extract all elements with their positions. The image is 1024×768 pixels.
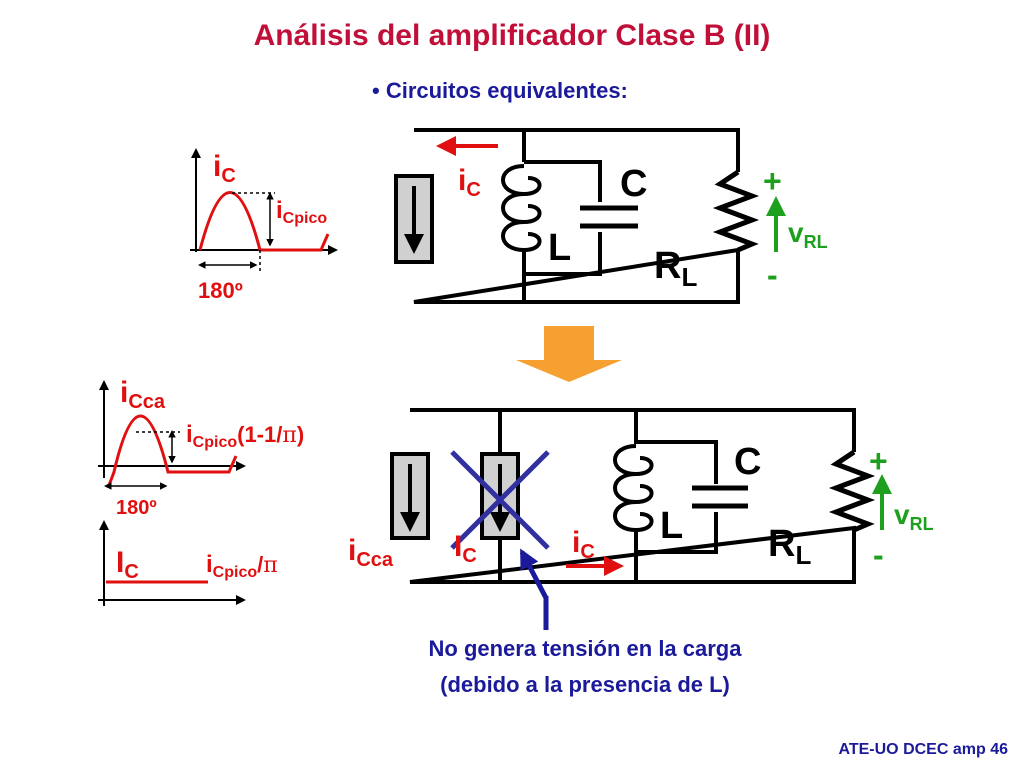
circuit-bottom-minus: -: [873, 537, 884, 573]
circuit-bottom-cross-line-2: [450, 450, 550, 550]
circuit-bottom-l-label: L: [660, 505, 683, 547]
waveform-mid: iCca iCpico(1-1/π) 180º: [98, 376, 304, 519]
circuit-bottom-rl-label: RL: [768, 523, 811, 570]
circuit-top-l-label: L: [548, 227, 571, 269]
circuit-bottom-c-label: C: [734, 441, 761, 483]
circuit-top-wires: [413, 128, 740, 304]
waveform-top-ic-label: iC: [213, 150, 236, 187]
circuit-bottom-plus: +: [869, 443, 888, 479]
circuit-bottom-vrl-label: vRL: [894, 499, 934, 534]
waveform-mid-icca-label: iCca: [120, 376, 166, 413]
circuit-top-ic-label: iC: [458, 164, 481, 201]
waveform-bottom-ic-label: IC: [116, 546, 139, 583]
circuit-top-vrl-label: vRL: [788, 217, 828, 252]
waveform-top: iC iCpico 180º: [190, 148, 338, 303]
circuit-top-inductor: [501, 164, 542, 253]
waveform-bottom: IC iCpico/π: [98, 520, 278, 606]
circuit-top-plus: +: [763, 163, 782, 199]
bullet-text: • Circuitos equivalentes:: [372, 78, 628, 103]
waveform-mid-angle-label: 180º: [116, 497, 157, 519]
waveform-top-peak-label: iCpico: [276, 197, 327, 227]
circuit-top-minus: -: [767, 257, 778, 293]
circuit-bottom-inductor: [613, 444, 654, 533]
waveform-mid-peak-label: iCpico(1-1/π): [186, 421, 304, 451]
circuit-bottom-pointer-arrowhead: [519, 548, 549, 600]
note-line-1: No genera tensión en la carga: [429, 636, 743, 661]
transition-arrow: [516, 326, 622, 382]
waveform-top-angle-label: 180º: [198, 278, 243, 303]
circuit-top-rl-label: RL: [654, 245, 697, 292]
footer-text: ATE-UO DCEC amp 46: [838, 741, 1008, 758]
note-line-2: (debido a la presencia de L): [440, 672, 730, 697]
slide-title: Análisis del amplificador Clase B (II): [254, 19, 771, 52]
circuit-bottom-IC-label: IC: [454, 530, 477, 567]
circuit-top-c-label: C: [620, 163, 647, 205]
circuit-bottom-resistor: [828, 449, 876, 533]
circuit-top: iC C L RL + - vRL: [394, 128, 828, 304]
circuit-top-resistor: [712, 169, 760, 253]
waveform-mid-curve: [106, 414, 238, 489]
circuit-bottom-ic-label: iC: [572, 526, 595, 563]
waveform-bottom-value-label: iCpico/π: [206, 551, 278, 581]
circuit-bottom-icca-label: iCca: [348, 534, 394, 571]
circuit-bottom: iCca IC iC C L RL + - vRL: [348, 408, 934, 630]
